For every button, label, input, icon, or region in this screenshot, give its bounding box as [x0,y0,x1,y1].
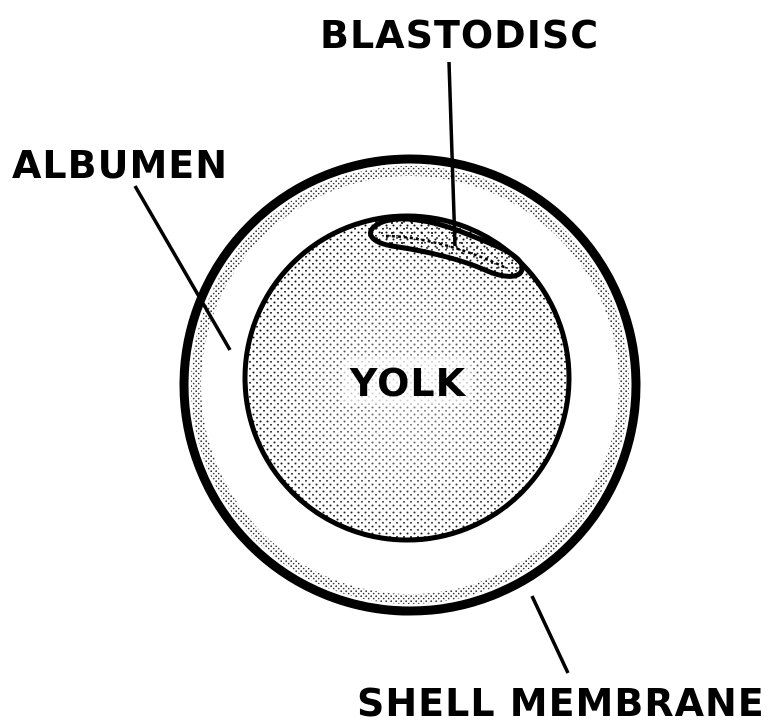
yolk-label: YOLK [349,361,467,405]
shell-membrane-label: SHELL MEMBRANE [357,681,765,725]
shell-membrane-leader-line [532,596,568,673]
albumen-label: ALBUMEN [12,143,228,187]
blastodisc-label: BLASTODISC [320,13,599,57]
